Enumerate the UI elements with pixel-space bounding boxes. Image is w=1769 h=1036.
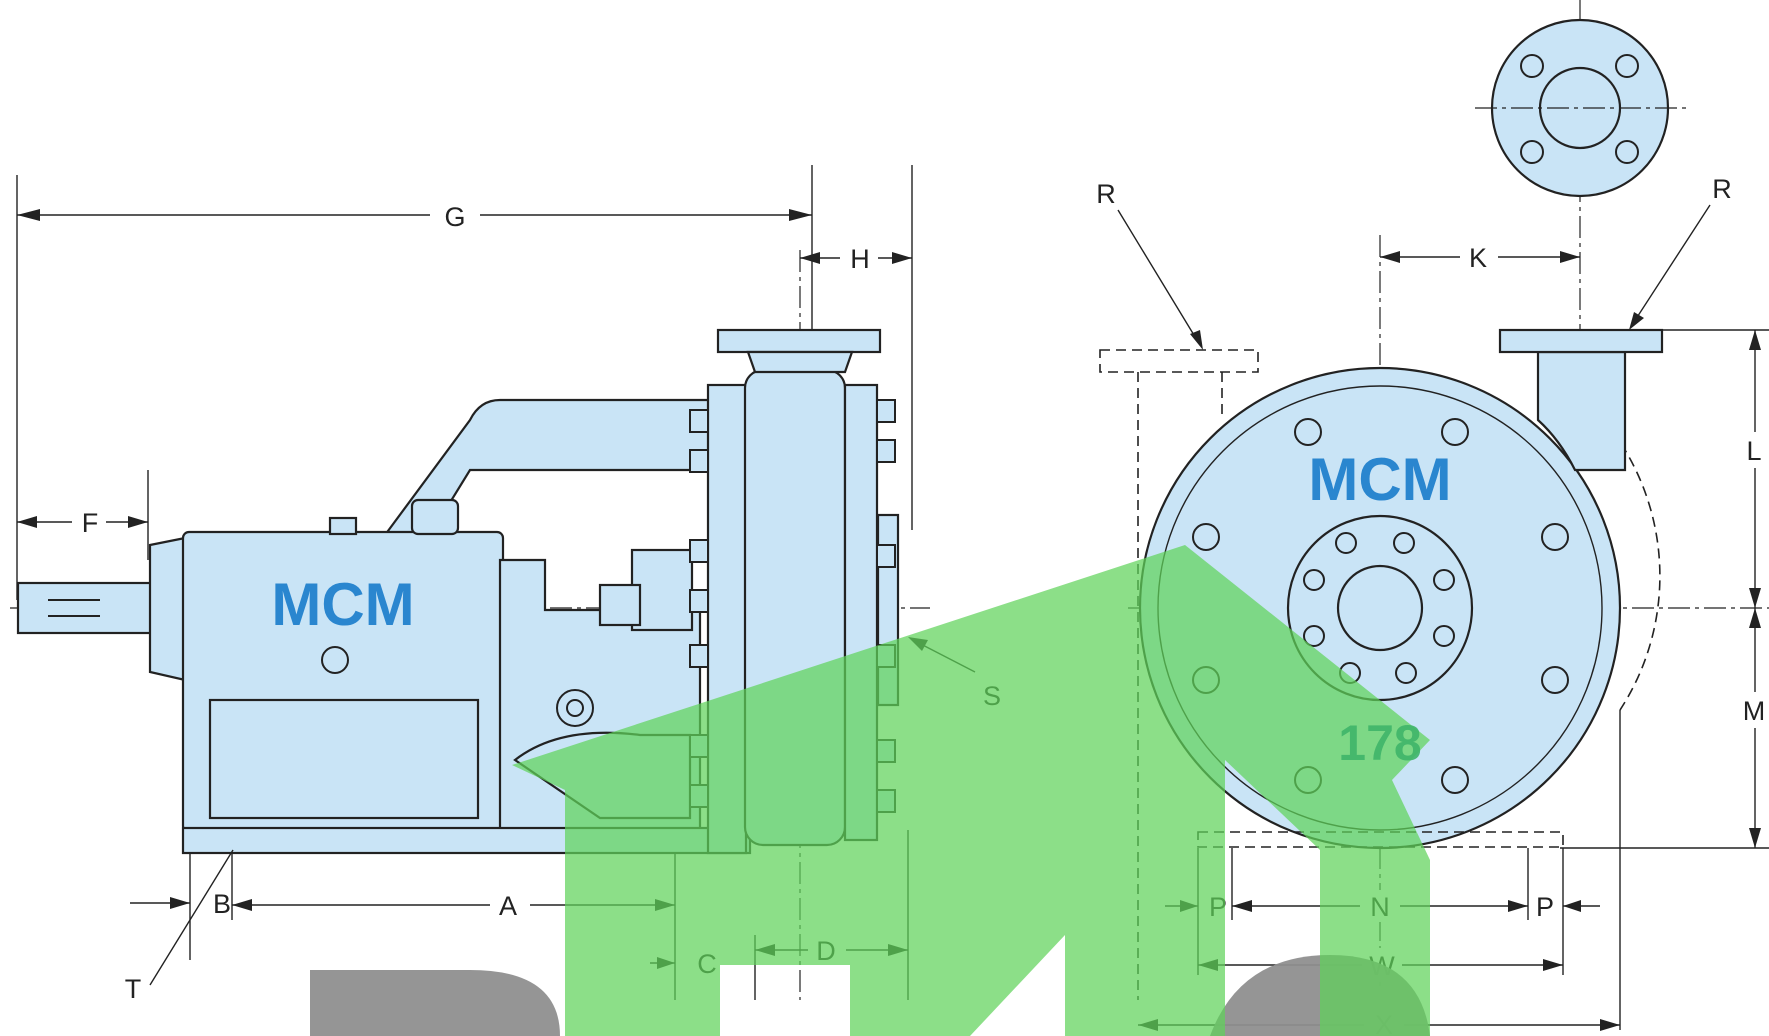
side-view-logo: MCM (271, 571, 414, 638)
leader-r-left (1117, 209, 1201, 346)
discharge-nozzle (1536, 350, 1627, 472)
label-g: G (444, 202, 465, 232)
label-r-right: R (1712, 174, 1732, 204)
discharge-neck (746, 350, 854, 374)
frame-arm (382, 398, 717, 537)
suction-bolt-circle (1303, 532, 1455, 684)
leader-r-right (1631, 204, 1711, 326)
watermark-green-shape (512, 545, 1430, 1036)
drain-plug (321, 646, 349, 674)
label-k: K (1469, 243, 1487, 273)
label-r-left: R (1096, 179, 1116, 209)
grease-fitting-inner (566, 699, 584, 717)
flange-bolt-holes (1520, 54, 1639, 164)
label-p-right: P (1536, 892, 1554, 922)
alt-discharge-flange (1099, 349, 1259, 373)
leader-t (149, 849, 234, 986)
watermark-number: 178 (1338, 715, 1421, 771)
lifting-lug (328, 516, 358, 536)
gland (598, 583, 642, 627)
bearing-end-cap (148, 536, 187, 682)
label-b: B (213, 889, 231, 919)
breather-cap (410, 498, 460, 536)
suction-bore (1336, 564, 1424, 652)
label-a: A (499, 891, 517, 921)
watermark-gray-letter (310, 970, 560, 1036)
front-view-logo: MCM (1308, 446, 1451, 513)
label-l: L (1746, 436, 1761, 466)
discharge-flange-front (1498, 328, 1664, 354)
label-t: T (125, 974, 142, 1004)
label-h: H (850, 244, 870, 274)
label-f: F (82, 508, 99, 538)
watermark: 178 (310, 545, 1430, 1036)
stuffing-box (630, 548, 694, 632)
housing-window (208, 698, 480, 820)
label-m: M (1743, 696, 1766, 726)
shaft (16, 581, 160, 635)
discharge-flange (716, 328, 882, 354)
